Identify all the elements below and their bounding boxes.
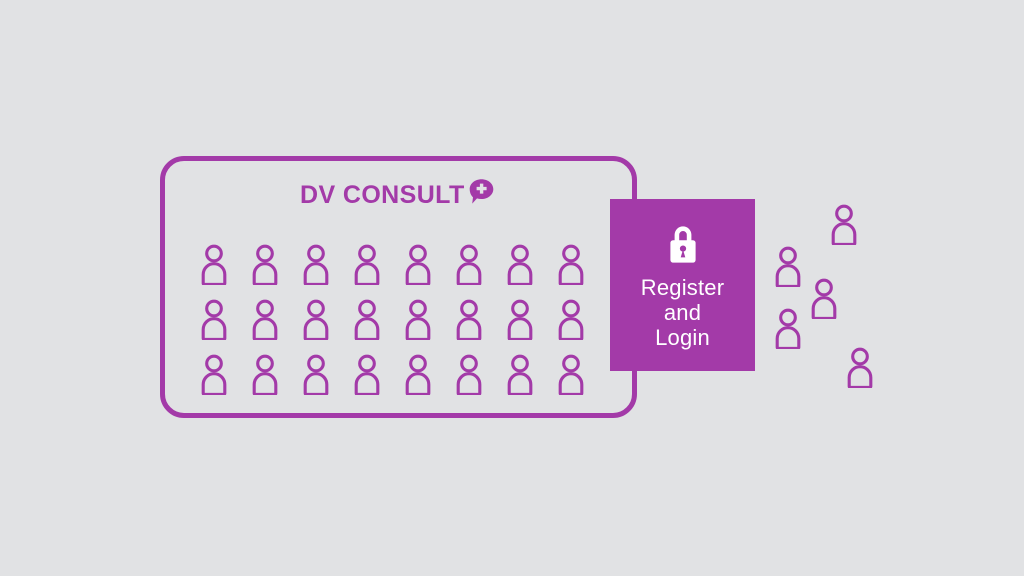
person-icon xyxy=(453,298,485,340)
person-icon xyxy=(249,298,281,340)
person-icon xyxy=(198,243,230,285)
person-icon xyxy=(772,307,804,349)
person-icon xyxy=(351,353,383,395)
padlock-icon xyxy=(663,221,703,266)
person-icon xyxy=(453,353,485,395)
person-icon xyxy=(828,203,860,245)
register-login-panel[interactable]: Register and Login xyxy=(610,199,755,371)
person-icon xyxy=(249,243,281,285)
person-icon xyxy=(504,243,536,285)
person-icon xyxy=(402,353,434,395)
person-icon xyxy=(555,353,587,395)
person-icon xyxy=(844,346,876,388)
brand-logo-text: DV CONSULT xyxy=(300,180,465,209)
person-icon xyxy=(300,298,332,340)
speech-bubble-plus-icon xyxy=(467,177,497,207)
person-icon xyxy=(504,298,536,340)
person-icon xyxy=(402,243,434,285)
person-icon xyxy=(198,353,230,395)
register-login-label: Register and Login xyxy=(640,275,725,351)
person-icon xyxy=(351,298,383,340)
person-icon xyxy=(504,353,536,395)
panel-label-line-3: Login xyxy=(655,324,710,350)
person-icon xyxy=(772,245,804,287)
person-icon xyxy=(402,298,434,340)
person-icon xyxy=(351,243,383,285)
panel-label-line-1: Register xyxy=(640,275,725,300)
panel-label-line-2: and xyxy=(663,299,702,325)
person-icon xyxy=(249,353,281,395)
person-icon xyxy=(555,298,587,340)
person-icon xyxy=(453,243,485,285)
person-icon xyxy=(300,243,332,285)
internal-people-grid xyxy=(198,243,606,408)
person-icon xyxy=(808,277,840,319)
brand-logo: DV CONSULT xyxy=(300,177,497,210)
person-icon xyxy=(555,243,587,285)
person-icon xyxy=(198,298,230,340)
person-icon xyxy=(300,353,332,395)
